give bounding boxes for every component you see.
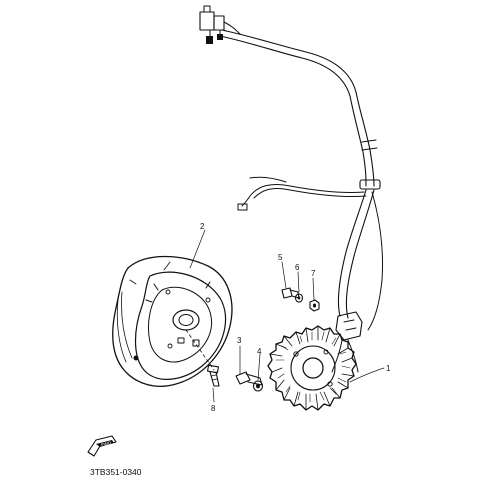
callout-1: 1: [386, 364, 391, 373]
screw-5: [281, 287, 300, 299]
fwd-arrow-icon: FWD: [87, 435, 117, 457]
bolt-3: [235, 371, 263, 386]
fwd-label: FWD: [101, 440, 113, 448]
nut-7: [309, 299, 320, 312]
washer-4: [252, 380, 264, 392]
washer-6: [294, 293, 304, 303]
drawing-code: 3TB351-0340: [90, 467, 142, 477]
pickup-sensor: [335, 311, 363, 341]
callout-4: 4: [257, 347, 262, 356]
stator-assembly: [267, 325, 357, 411]
callout-7: 7: [311, 269, 316, 278]
callout-2: 2: [200, 222, 205, 231]
connector-icon: [199, 5, 241, 44]
rotor-hub: [172, 309, 200, 331]
grommet: [359, 179, 381, 190]
callout-5: 5: [278, 253, 283, 262]
wire-harness: [219, 29, 383, 373]
callouts: 1 2 3 4 5 6 7 8: [200, 222, 391, 413]
rotor-flywheel: [112, 255, 233, 387]
ring-terminal: [237, 203, 248, 211]
callout-3: 3: [237, 336, 242, 345]
leader-lines: [189, 229, 385, 403]
callout-6: 6: [295, 263, 300, 272]
callout-8: 8: [211, 404, 216, 413]
bolt-8: [185, 329, 220, 387]
